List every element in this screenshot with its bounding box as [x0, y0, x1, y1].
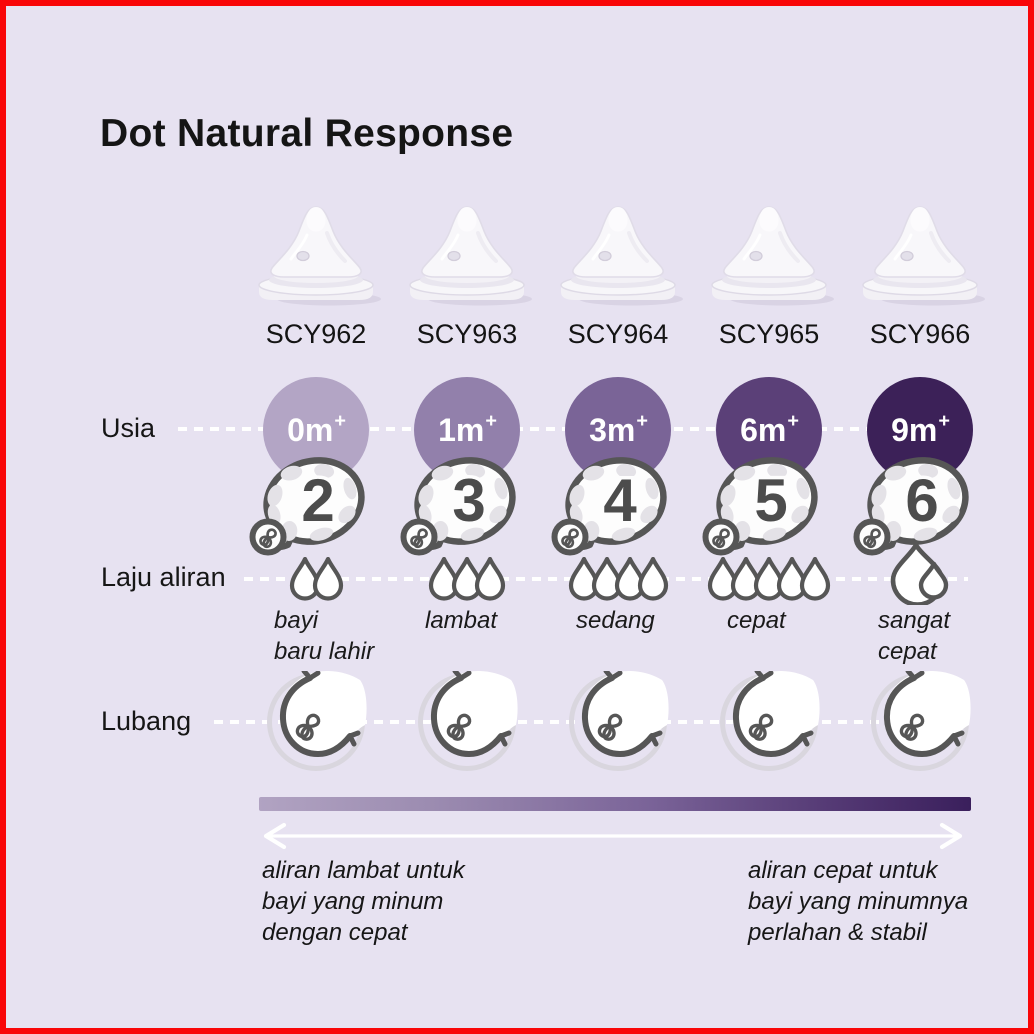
flow-speed-label: bayi baru lahir [274, 607, 375, 665]
teat-size-number-icon: 4 [546, 451, 670, 562]
teat-size-svg: 2 [249, 457, 365, 556]
teat-hole-magnifier-icon [416, 668, 518, 778]
product-column: SCY966 9m+ 6 s [840, 201, 1000, 786]
teat-number: 5 [754, 467, 787, 534]
water-drop-icon [753, 557, 785, 601]
water-drop-icon [312, 557, 343, 601]
water-drop-icon [707, 557, 739, 601]
flow-drops-group [689, 553, 849, 605]
teat-hole-svg [871, 668, 971, 771]
water-drop-icon [428, 557, 460, 601]
caption-fast-flow: aliran cepat untuk bayi yang minumnya pe… [748, 857, 969, 946]
teat-hole-magnifier-icon [718, 668, 820, 778]
row-label-hole: Lubang [101, 706, 192, 736]
flow-gradient-bar [259, 797, 971, 811]
teat-photo-svg [560, 206, 683, 306]
age-plus-sign: + [334, 410, 346, 433]
flow-drops-group [538, 553, 698, 605]
water-drop-icon [474, 557, 506, 601]
age-plus-sign: + [938, 410, 950, 433]
teat-size-svg: 6 [853, 457, 969, 556]
teat-product-photo [241, 201, 391, 312]
flow-speed-label: sangat cepat [878, 607, 951, 665]
teat-hole-svg [267, 668, 367, 771]
teat-hole-svg [418, 668, 518, 771]
flow-drops-group [387, 553, 547, 605]
model-label: SCY962 [265, 319, 367, 349]
teat-product-photo [543, 201, 693, 312]
teat-number: 2 [301, 467, 334, 534]
model-label: SCY966 [869, 319, 971, 349]
row-label-age: Usia [101, 413, 156, 443]
model-label: SCY965 [718, 319, 820, 349]
teat-hole-magnifier-icon [869, 668, 971, 778]
water-drop-icon [289, 557, 320, 601]
flow-drops-group [236, 553, 396, 605]
product-column: SCY963 1m+ 3 [387, 201, 547, 786]
water-drop-icon [776, 557, 808, 601]
flow-speed-label: sedang [576, 607, 655, 634]
water-drop-icon [799, 557, 831, 601]
product-column: SCY964 3m+ 4 [538, 201, 698, 786]
teat-photo-svg [409, 206, 532, 306]
large-water-drop-icon [890, 543, 949, 605]
flow-drops-group [840, 543, 1000, 605]
teat-product-photo [392, 201, 542, 312]
teat-photo-svg [862, 206, 985, 306]
teat-size-number-icon: 3 [395, 451, 519, 562]
teat-hole-svg [569, 668, 669, 771]
age-value: 1m [438, 411, 485, 448]
teat-size-number-icon: 5 [697, 451, 821, 562]
row-label-flow: Laju aliran [101, 562, 226, 592]
age-plus-sign: + [485, 410, 497, 433]
water-drop-icon [451, 557, 483, 601]
teat-number: 4 [603, 467, 637, 534]
teat-size-svg: 5 [702, 457, 818, 556]
age-value: 0m [287, 411, 334, 448]
teat-size-svg: 3 [400, 457, 516, 556]
double-arrow-icon [263, 822, 963, 850]
teat-product-photo [694, 201, 844, 312]
age-plus-sign: + [787, 410, 799, 433]
teat-size-number-icon: 6 [848, 451, 972, 562]
age-value: 9m [891, 411, 938, 448]
teat-number: 3 [452, 467, 485, 534]
teat-product-photo [845, 201, 995, 312]
flow-speed-label: cepat [727, 607, 786, 634]
water-drop-icon [614, 557, 645, 601]
model-label: SCY963 [416, 319, 518, 349]
age-plus-sign: + [636, 410, 648, 433]
page-title: Dot Natural Response [100, 112, 514, 155]
flow-speed-label: lambat [425, 607, 498, 634]
product-column: SCY962 0m+ 2 [236, 201, 396, 786]
teat-hole-svg [720, 668, 820, 771]
water-drop-icon [637, 557, 668, 601]
teat-photo-svg [258, 206, 381, 306]
teat-number: 6 [905, 467, 938, 534]
teat-photo-svg [711, 206, 834, 306]
model-label: SCY964 [567, 319, 669, 349]
water-drop-icon [730, 557, 762, 601]
water-drop-icon [591, 557, 622, 601]
age-value: 3m [589, 411, 636, 448]
teat-size-svg: 4 [551, 457, 667, 556]
teat-size-number-icon: 2 [244, 451, 368, 562]
caption-slow-flow: aliran lambat untuk bayi yang minum deng… [262, 857, 465, 946]
age-value: 6m [740, 411, 787, 448]
water-drop-icon [568, 557, 599, 601]
teat-hole-magnifier-icon [265, 668, 367, 778]
age-badge: 6m+ [716, 377, 822, 483]
teat-hole-magnifier-icon [567, 668, 669, 778]
product-column: SCY965 6m+ 5 [689, 201, 849, 786]
